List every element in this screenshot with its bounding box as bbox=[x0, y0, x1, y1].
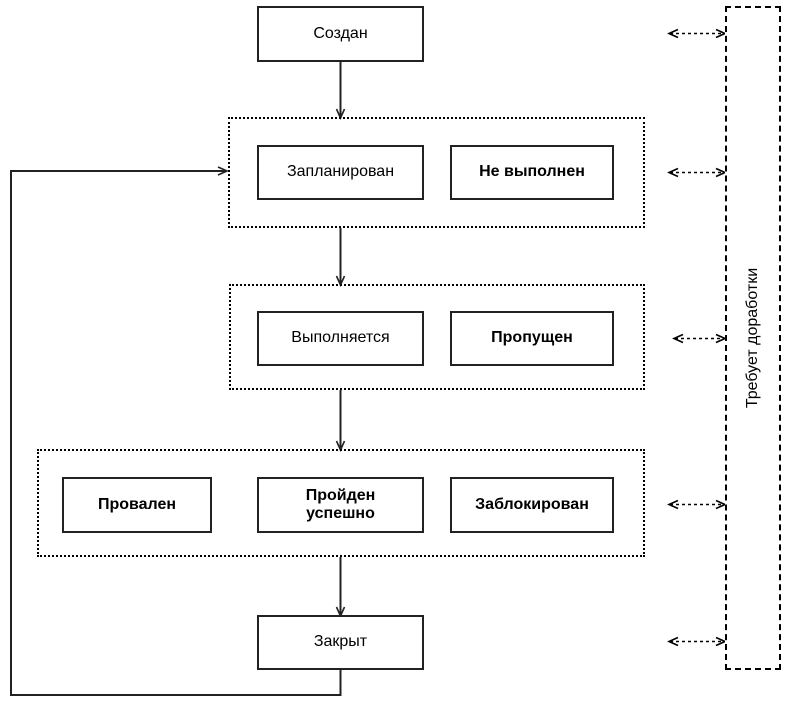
node-not-executed[interactable]: Не выполнен bbox=[450, 145, 614, 200]
node-planned-label: Запланирован bbox=[286, 163, 395, 181]
node-planned[interactable]: Запланирован bbox=[257, 145, 424, 200]
node-passed-label-line1: Пройден bbox=[305, 486, 376, 504]
node-in-progress-label: Выполняется bbox=[291, 329, 390, 347]
node-blocked[interactable]: Заблокирован bbox=[450, 477, 614, 533]
node-failed-label: Провален bbox=[97, 495, 177, 513]
node-closed-label: Закрыт bbox=[313, 633, 368, 651]
node-closed[interactable]: Закрыт bbox=[257, 615, 424, 670]
node-passed-label-line2: успешно bbox=[306, 505, 375, 522]
node-skipped-label: Пропущен bbox=[491, 329, 573, 347]
node-created[interactable]: Создан bbox=[257, 6, 424, 62]
node-in-progress[interactable]: Выполняется bbox=[257, 311, 424, 366]
node-not-executed-label: Не выполнен bbox=[479, 163, 585, 181]
node-rework-label: Требует доработки bbox=[744, 267, 761, 409]
node-blocked-label: Заблокирован bbox=[475, 495, 589, 513]
node-skipped[interactable]: Пропущен bbox=[450, 311, 614, 366]
node-created-label: Создан bbox=[313, 24, 368, 42]
node-passed[interactable]: Пройден успешно bbox=[257, 477, 424, 533]
node-rework[interactable]: Требует доработки bbox=[725, 6, 781, 670]
node-failed[interactable]: Провален bbox=[62, 477, 212, 533]
